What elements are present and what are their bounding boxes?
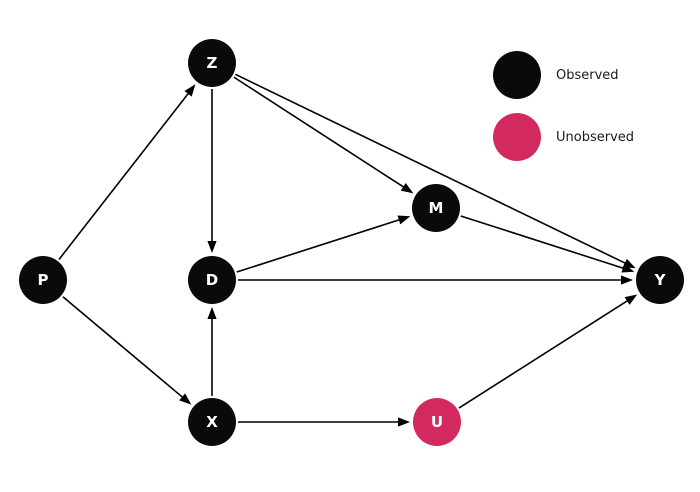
node-label-M: M (429, 199, 444, 217)
edge-line-U-Y (458, 299, 629, 409)
arrowhead-icon-X-U (398, 417, 410, 427)
legend-label-observed: Observed (556, 67, 619, 83)
edge-U-Y (458, 294, 638, 409)
arrowhead-icon-D-M (397, 215, 411, 225)
node-circle-U (413, 398, 461, 446)
node-D: D (188, 256, 236, 304)
node-P: P (19, 256, 67, 304)
edge-line-P-Z (58, 92, 190, 260)
node-Y: Y (636, 256, 684, 304)
edge-X-U (238, 417, 410, 427)
edge-line-D-M (236, 218, 401, 273)
node-label-Z: Z (207, 54, 218, 72)
edge-X-D (207, 307, 217, 396)
arrowhead-icon-U-Y (624, 294, 638, 305)
node-circle-D (188, 256, 236, 304)
node-label-Y: Y (654, 271, 667, 289)
arrowhead-icon-Z-M (400, 182, 414, 194)
nodes-layer: Z P D M Y X U (19, 39, 684, 446)
arrowhead-icon-X-D (207, 307, 217, 319)
edge-D-Y (238, 275, 633, 285)
edge-line-Z-M (233, 76, 405, 189)
edge-P-Z (58, 84, 196, 260)
edge-D-M (236, 215, 411, 273)
legend-item-unobserved: Unobserved (493, 113, 693, 161)
node-X: X (188, 398, 236, 446)
node-label-D: D (206, 271, 218, 289)
edge-P-X (62, 296, 192, 405)
edge-Z-D (207, 89, 217, 253)
legend: Observed Unobserved (493, 51, 693, 175)
node-M: M (412, 184, 460, 232)
legend-item-observed: Observed (493, 51, 693, 99)
edge-line-M-Y (460, 215, 625, 270)
arrowhead-icon-P-Z (184, 84, 196, 97)
edge-M-Y (460, 215, 635, 273)
node-label-U: U (431, 413, 443, 431)
node-label-P: P (38, 271, 49, 289)
arrowhead-icon-D-Y (621, 275, 633, 285)
edges-layer (58, 73, 638, 427)
node-circle-P (19, 256, 67, 304)
unobserved-swatch-icon (493, 113, 541, 161)
edge-line-Z-Y (235, 73, 627, 265)
node-Z: Z (188, 39, 236, 87)
node-circle-Y (636, 256, 684, 304)
node-circle-Z (188, 39, 236, 87)
node-U: U (413, 398, 461, 446)
node-label-X: X (206, 413, 218, 431)
observed-swatch-icon (493, 51, 541, 99)
edge-Z-M (233, 76, 414, 194)
arrowhead-icon-Z-D (207, 241, 217, 253)
node-circle-X (188, 398, 236, 446)
legend-label-unobserved: Unobserved (556, 129, 635, 145)
arrowhead-icon-M-Y (621, 263, 635, 273)
arrowhead-icon-P-X (179, 393, 192, 405)
node-circle-M (412, 184, 460, 232)
edge-line-P-X (62, 296, 184, 399)
